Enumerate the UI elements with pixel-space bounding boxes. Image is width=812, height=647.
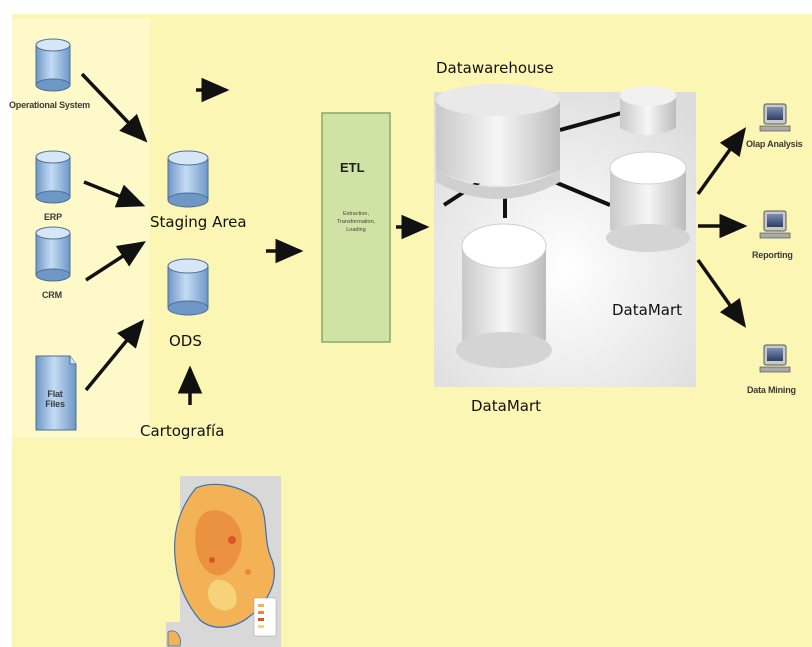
arrow-crm-to-staging — [85, 241, 146, 282]
source-operational-system-icon — [35, 38, 71, 92]
cartography-label: Cartografía — [140, 422, 225, 440]
source-label-erp: ERP — [44, 212, 62, 222]
etl-box — [321, 112, 391, 343]
output-label-reporting: Reporting — [752, 250, 793, 260]
source-label-flat-files: Flat Files — [45, 389, 65, 409]
arrow-flatfiles-to-ods — [84, 319, 145, 392]
source-label-crm: CRM — [42, 290, 62, 300]
source-flat-files-icon — [35, 355, 77, 431]
arrow-dw-to-olap — [696, 127, 747, 196]
output-label-olap-analysis: Olap Analysis — [746, 139, 803, 149]
ods-icon — [167, 258, 209, 316]
olap-analysis-computer-icon — [759, 103, 791, 132]
datamart-label-right: DataMart — [612, 301, 682, 319]
data-mining-computer-icon — [759, 344, 791, 373]
top-white-band — [0, 0, 812, 14]
cartography-map-icon — [166, 476, 281, 647]
output-label-data-mining: Data Mining — [747, 385, 796, 395]
datawarehouse-image — [434, 84, 696, 387]
source-crm-icon — [35, 226, 71, 282]
ods-label: ODS — [169, 332, 202, 350]
source-label-operational-system: Operational System — [9, 100, 90, 110]
etl-subtitle: Extraction, Transformation, Loading — [326, 210, 386, 234]
reporting-computer-icon — [759, 210, 791, 239]
flow-arrows — [80, 72, 748, 405]
etl-subtitle-line-1: Extraction, — [343, 211, 369, 217]
datamart-label-bottom: DataMart — [471, 397, 541, 415]
arrow-dw-to-datamining — [696, 258, 747, 328]
staging-area-label: Staging Area — [150, 213, 247, 231]
left-white-band — [0, 0, 12, 647]
diagram-title: Datawarehouse — [436, 59, 554, 77]
staging-area-icon — [167, 150, 209, 208]
etl-subtitle-line-2: Transformation, — [336, 219, 376, 225]
source-erp-icon — [35, 150, 71, 204]
etl-title: ETL — [340, 160, 365, 175]
etl-subtitle-line-3: Loading — [346, 227, 366, 233]
arrow-erp-to-staging — [83, 180, 146, 208]
source-panel — [12, 18, 150, 438]
arrow-operational-to-staging — [80, 72, 148, 143]
